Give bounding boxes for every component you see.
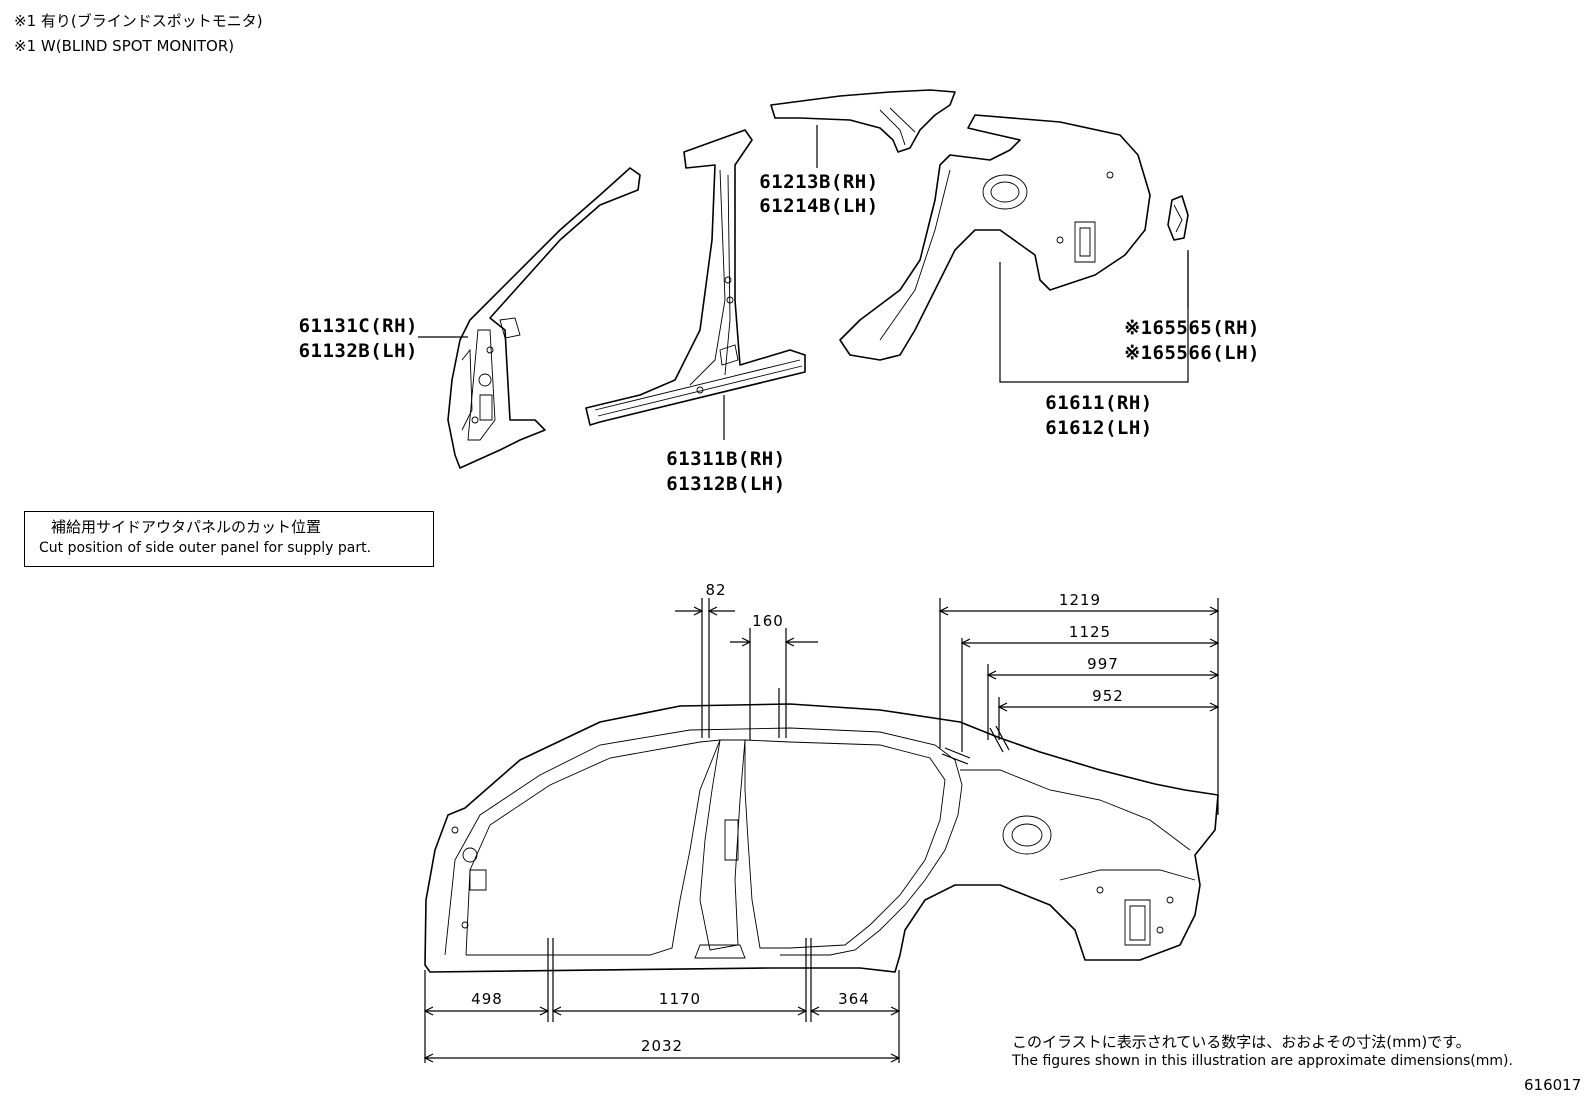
- footer-note-jp: このイラストに表示されている数字は、おおよその寸法(mm)です。: [1012, 1033, 1471, 1051]
- label-roof-side-rh: 61213B(RH): [759, 171, 879, 193]
- dimension-1125: 1125: [1068, 623, 1112, 641]
- dimension-82: 82: [705, 581, 727, 599]
- label-quarter-panel-rh: 61611(RH): [1045, 392, 1153, 414]
- label-bsm-rh: ※165565(RH): [1124, 317, 1260, 339]
- label-roof-side-lh: 61214B(LH): [759, 195, 879, 217]
- center-pillar-rocker-part: [585, 129, 806, 426]
- leader-quarter-panel: [999, 250, 1189, 383]
- label-rocker-rh: 61311B(RH): [666, 448, 786, 470]
- dimension-997: 997: [1087, 655, 1119, 673]
- front-pillar-part: [447, 167, 641, 469]
- quarter-panel-part: [839, 114, 1151, 361]
- label-quarter-panel-lh: 61612(LH): [1045, 417, 1153, 439]
- figure-id: 616017: [1524, 1076, 1582, 1094]
- dimension-498: 498: [471, 990, 503, 1008]
- roof-side-rail-part: [770, 89, 956, 153]
- cut-position-title-jp: 補給用サイドアウタパネルのカット位置: [51, 518, 322, 536]
- footer-note-en: The figures shown in this illustration a…: [1012, 1053, 1513, 1069]
- dimension-2032: 2032: [640, 1037, 684, 1055]
- header-note-jp: ※1 有り(ブラインドスポットモニタ): [14, 12, 263, 30]
- dimension-lines: [423, 598, 1220, 1063]
- dimension-364: 364: [838, 990, 870, 1008]
- label-front-pillar-lh: 61132B(LH): [298, 340, 418, 362]
- dimension-1219: 1219: [1058, 591, 1102, 609]
- side-outer-panel-assembly: [424, 703, 1219, 973]
- cut-position-box: 補給用サイドアウタパネルのカット位置 Cut position of side …: [24, 511, 434, 567]
- label-bsm-lh: ※165566(LH): [1124, 342, 1260, 364]
- cut-marks: [547, 688, 1010, 1022]
- label-rocker-lh: 61312B(LH): [666, 473, 786, 495]
- cut-position-title-en: Cut position of side outer panel for sup…: [39, 540, 372, 556]
- dimension-1170: 1170: [658, 990, 702, 1008]
- label-front-pillar-rh: 61131C(RH): [298, 315, 418, 337]
- header-note-en: ※1 W(BLIND SPOT MONITOR): [14, 37, 235, 55]
- dimension-160: 160: [752, 612, 784, 630]
- dimension-952: 952: [1092, 687, 1124, 705]
- bsm-bracket-part: [1167, 195, 1189, 241]
